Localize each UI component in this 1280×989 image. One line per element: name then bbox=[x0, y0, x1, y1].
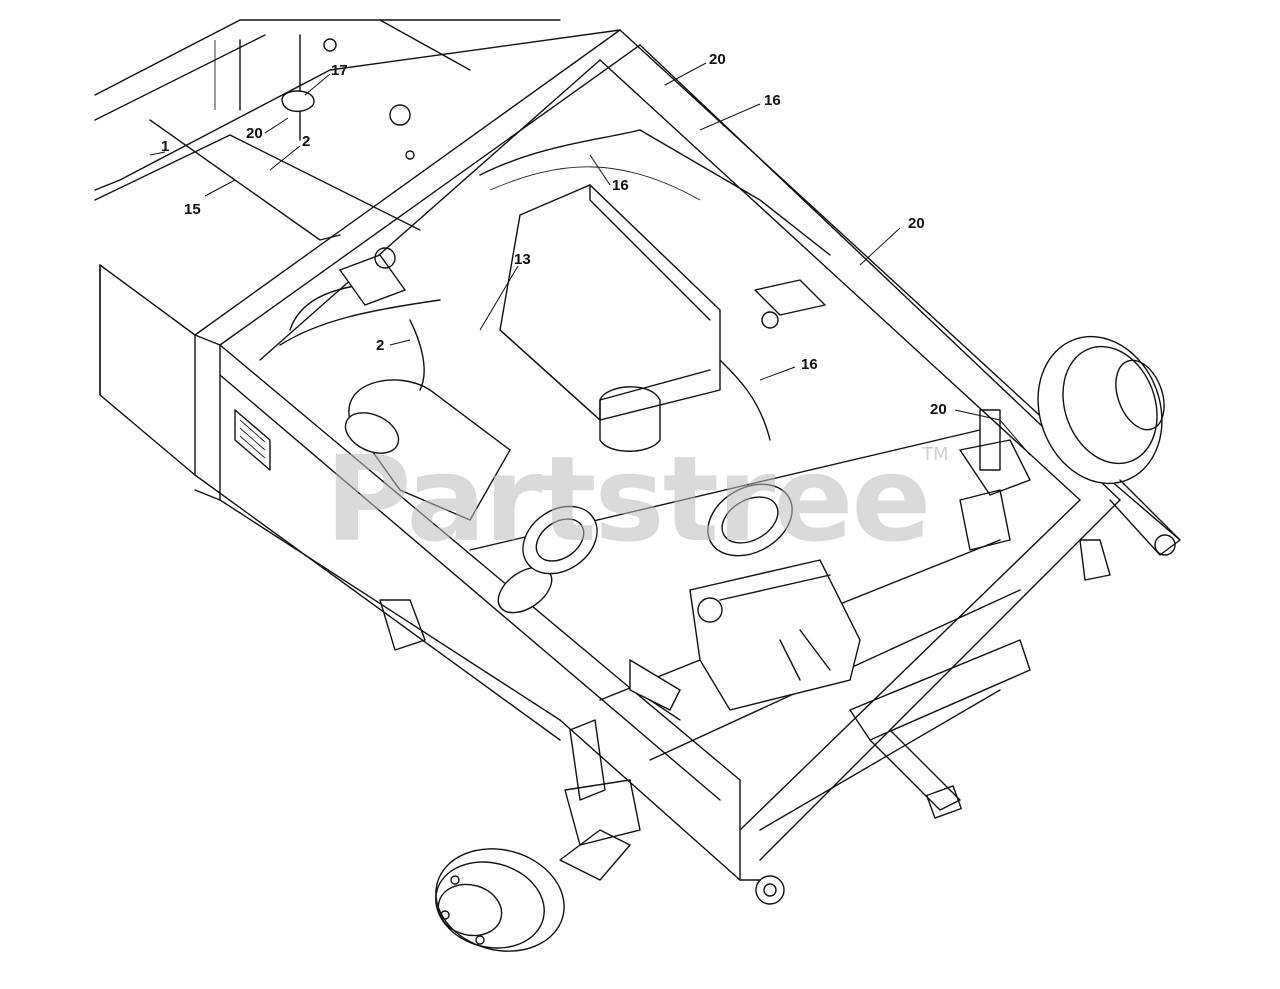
partstree-watermark: Partstree TM bbox=[325, 430, 949, 568]
callout-1: 1 bbox=[161, 138, 169, 155]
watermark-trademark: TM bbox=[921, 444, 949, 465]
axle-spindles bbox=[379, 539, 1111, 905]
chassis-frame bbox=[94, 19, 1181, 881]
callout-20-upper-left: 20 bbox=[246, 125, 263, 142]
callout-16-right: 16 bbox=[801, 356, 818, 373]
watermark-text: Partstree bbox=[325, 430, 929, 568]
callout-16-top: 16 bbox=[764, 92, 781, 109]
engine-assembly bbox=[279, 129, 1031, 721]
left-wheel-hub bbox=[435, 829, 631, 952]
air-cleaner bbox=[497, 505, 598, 614]
callout-leaders bbox=[149, 62, 1031, 456]
vent-grille bbox=[234, 409, 271, 471]
right-wheel-hub bbox=[1037, 335, 1181, 556]
callout-20-lower-right: 20 bbox=[930, 401, 947, 418]
callout-17: 17 bbox=[331, 62, 348, 79]
callout-labels: 17 20 2 1 15 20 16 16 13 20 2 16 20 bbox=[161, 51, 947, 418]
callout-2-lower: 2 bbox=[376, 337, 384, 354]
callout-20-top: 20 bbox=[709, 51, 726, 68]
callout-15: 15 bbox=[184, 201, 201, 218]
filter-housing bbox=[707, 483, 793, 557]
callout-13: 13 bbox=[514, 251, 531, 268]
callout-2-upper: 2 bbox=[302, 133, 310, 150]
callout-16-middle: 16 bbox=[612, 177, 629, 194]
muffler bbox=[344, 379, 511, 521]
callout-20-right: 20 bbox=[908, 215, 925, 232]
